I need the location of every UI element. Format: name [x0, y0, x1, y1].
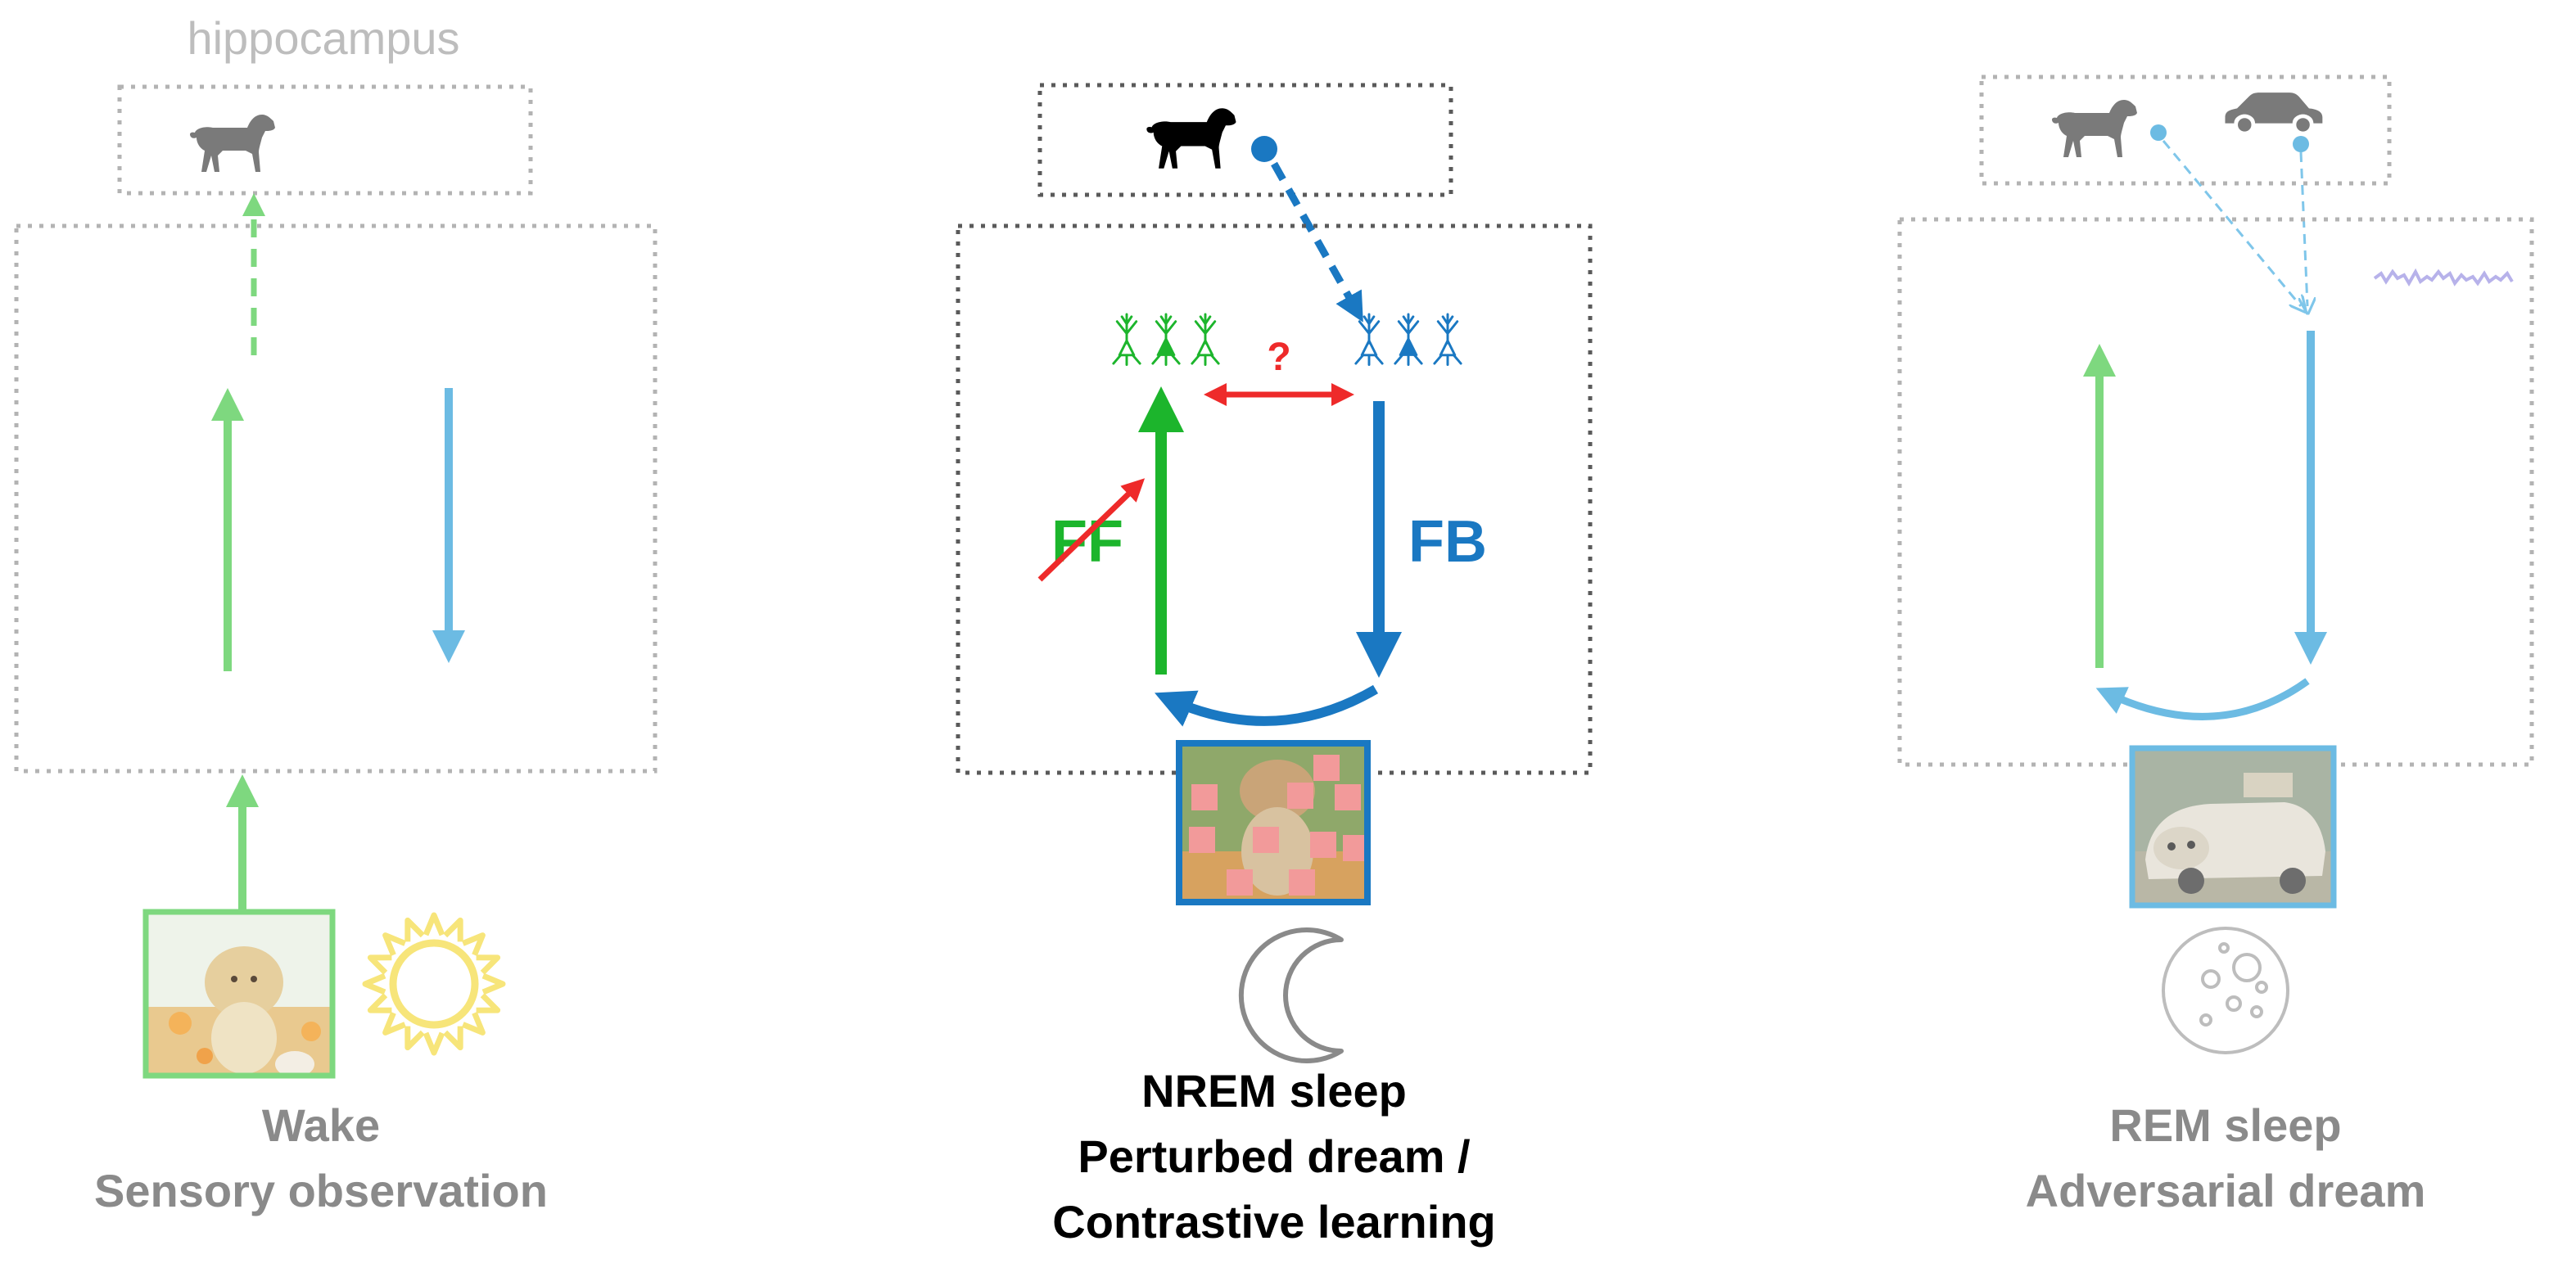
- dog-photo-frame-wake: [142, 909, 336, 1079]
- panel-nrem: ? FF FB NREM sleep: [956, 83, 1593, 1248]
- panel-wake: hippocampus: [14, 12, 658, 1216]
- sun-icon: [362, 912, 506, 1056]
- dog-icon-wake: [190, 115, 275, 172]
- question-mark: ?: [1267, 336, 1290, 379]
- cortex-box-nrem: [956, 223, 1593, 775]
- panel-rem: REM sleep Adversarial dream: [1897, 74, 2534, 1216]
- nrem-subtitle-1: Perturbed dream /: [1078, 1130, 1471, 1182]
- hippocampus-box-rem: [1979, 74, 2392, 186]
- nrem-subtitle-2: Contrastive learning: [1052, 1196, 1495, 1248]
- activity-trace-icon: [2373, 268, 2514, 287]
- hippocampus-label: hippocampus: [187, 12, 459, 64]
- dog-photo-wake: [146, 912, 332, 1076]
- cortex-box-wake: [14, 223, 658, 774]
- hippocampus-box-nrem: [1037, 83, 1453, 197]
- rem-title: REM sleep: [2109, 1099, 2341, 1151]
- cortex-box-rem: [1897, 217, 2534, 767]
- wake-title: Wake: [262, 1099, 380, 1151]
- moon-icon: [1238, 927, 1344, 1063]
- dashed-replay-arrow-dog-rem: [2162, 140, 2301, 306]
- crater-moon-icon: [2162, 927, 2289, 1054]
- fb-label: FB: [1408, 509, 1487, 575]
- perturbation-arrow: [1037, 478, 1146, 582]
- wake-subtitle: Sensory observation: [94, 1165, 548, 1216]
- dog-icon-rem: [2052, 100, 2137, 157]
- dashed-replay-arrow-car-rem: [2301, 151, 2307, 306]
- loop-arrow-nrem: [1155, 684, 1379, 727]
- hippocampus-box-wake: [117, 84, 533, 196]
- ff-neurons: [1112, 313, 1220, 367]
- replay-dot-car-rem: [2293, 136, 2309, 152]
- rem-subtitle: Adversarial dream: [2026, 1165, 2426, 1216]
- perturbed-photo-nrem: [1179, 743, 1367, 902]
- fb-neurons: [1354, 313, 1462, 367]
- replay-source-dot-nrem: [1251, 136, 1277, 162]
- loop-arrow-rem: [2095, 678, 2310, 720]
- replay-dot-dog-rem: [2150, 124, 2167, 141]
- car-icon-rem: [2225, 93, 2323, 132]
- ff-label: FF: [1051, 509, 1123, 575]
- nrem-title: NREM sleep: [1141, 1065, 1407, 1117]
- dog-icon-nrem: [1146, 108, 1236, 169]
- adversarial-photo-frame-rem: [2129, 745, 2337, 909]
- perturbed-photo-frame-nrem: [1176, 740, 1371, 905]
- dashed-replay-arrow-nrem: [1271, 161, 1363, 323]
- adversarial-photo-rem: [2132, 748, 2334, 905]
